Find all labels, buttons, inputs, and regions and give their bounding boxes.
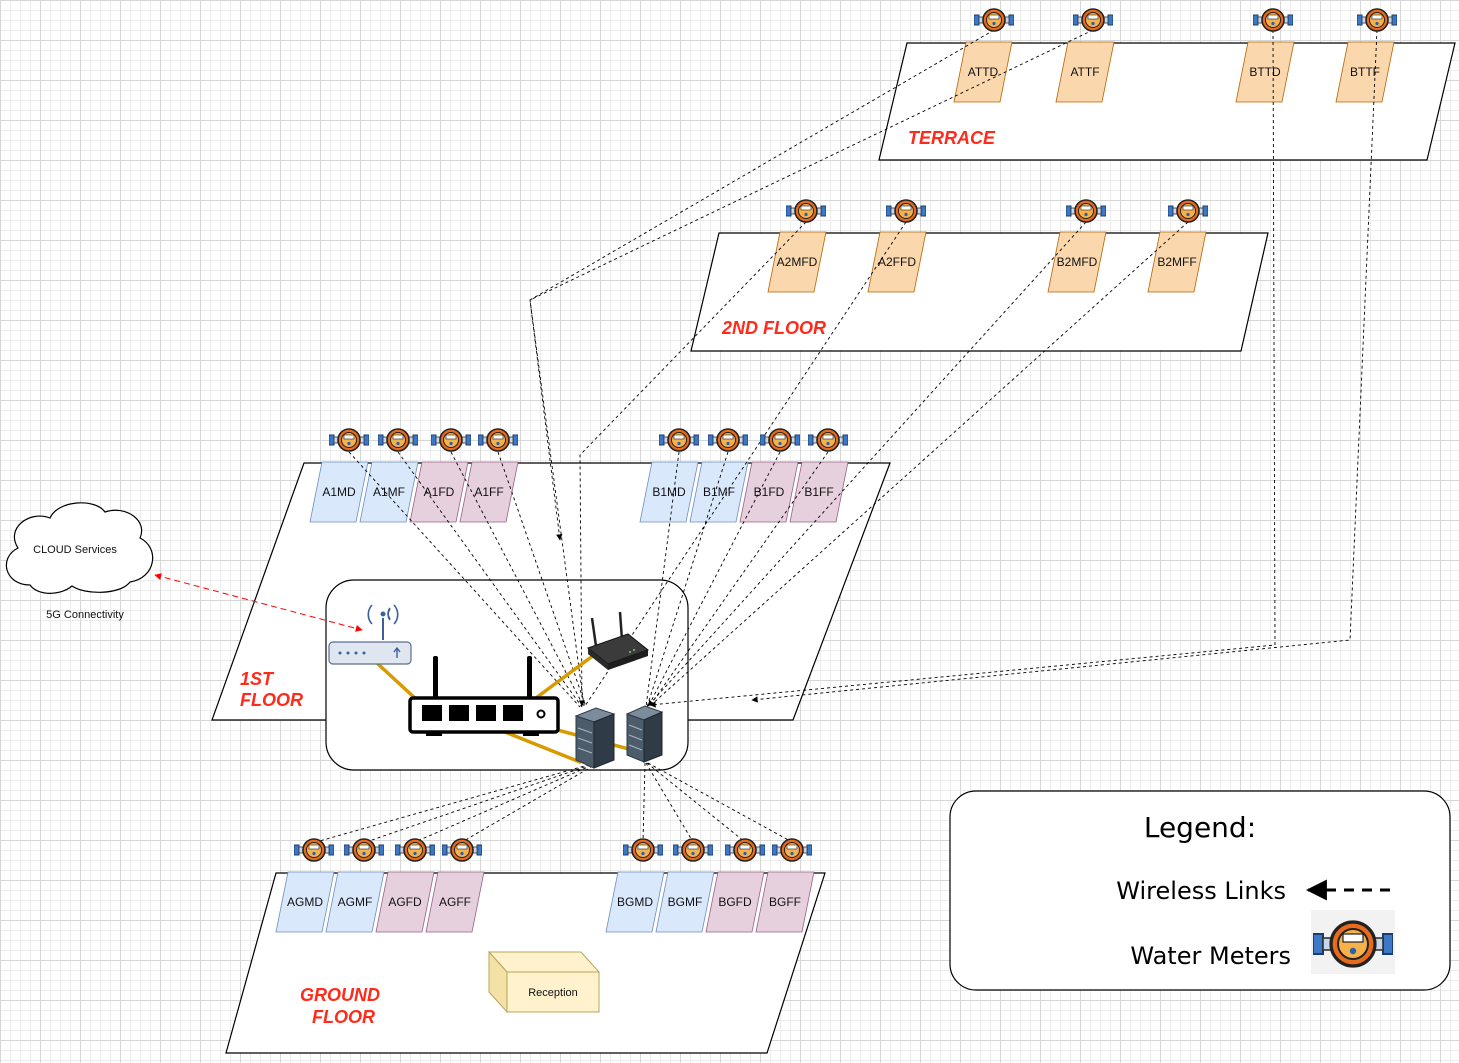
room-label: ATTF [1070,65,1099,79]
room-b1md: B1MD [639,461,699,523]
room-a1fd: A1FD [409,461,469,523]
room-label: BGFF [769,895,801,909]
room-label: BGFD [718,895,752,909]
cloud-icon: CLOUD Services [5,502,154,594]
room-bttf: BTTF [1335,41,1395,103]
water-meter-icon [974,8,1014,32]
reception-label: Reception [528,987,578,999]
room-a1md: A1MD [309,461,369,523]
wireless-access-point-icon [586,611,650,670]
legend-title: Legend: [1144,811,1256,844]
server-rack-icon [574,707,616,769]
first-floor-label-line2: FLOOR [240,690,303,710]
legend: Legend: Wireless Links Water Meters [949,790,1451,991]
water-meter-icon [1168,199,1208,223]
room-label: ATTD [968,65,999,79]
room-label: A1MD [322,485,356,499]
water-meter-icon [886,199,926,223]
water-meter-icon [673,838,713,862]
room-label: B2MFF [1157,255,1196,269]
room-agfd: AGFD [375,871,435,933]
room-label: AGFF [439,895,471,909]
water-meter-icon [659,428,699,452]
room-a1mf: A1MF [359,461,419,523]
water-meter-icon [442,838,482,862]
room-attf: ATTF [1055,41,1115,103]
room-label: BTTF [1350,65,1380,79]
room-a2ffd: A2FFD [867,231,927,293]
room-bgmd: BGMD [605,871,665,933]
terrace-label: TERRACE [908,128,996,148]
room-bgfd: BGFD [705,871,765,933]
room-label: AGMD [287,895,323,909]
network-switch-icon [408,656,560,736]
water-meter-icon [786,199,826,223]
room-attd: ATTD [953,41,1013,103]
room-label: BTTD [1249,65,1281,79]
water-meter-icon [431,428,471,452]
water-meter-icon [329,428,369,452]
legend-wireless-label: Wireless Links [1116,877,1286,905]
room-agmf: AGMF [325,871,385,933]
room-agff: AGFF [425,871,485,933]
water-meter-icon [1066,199,1106,223]
room-a1ff: A1FF [459,461,519,523]
room-a2mfd: A2MFD [767,231,827,293]
water-meter-icon [1073,8,1113,32]
water-meter-icon [395,838,435,862]
cloud-5g-link [154,573,363,632]
room-label: A1MF [373,485,405,499]
room-label: B1FF [804,485,833,499]
room-label: B2MFD [1057,255,1098,269]
reception-box-icon: Reception [487,950,601,1014]
room-b2mff: B2MFF [1147,231,1207,293]
water-meter-icon [478,428,518,452]
water-meter-icon [1357,8,1397,32]
room-label: B1MD [652,485,686,499]
water-meter-icon [808,428,848,452]
room-label: AGFD [388,895,422,909]
room-label: A1FF [474,485,503,499]
wireless-links [315,29,1378,843]
room-b1fd: B1FD [739,461,799,523]
water-meter-icon [708,428,748,452]
room-label: A2FFD [878,255,916,269]
legend-meters-label: Water Meters [1130,942,1291,970]
water-meter-icon [378,428,418,452]
room-b1ff: B1FF [789,461,849,523]
water-meter-icon [294,838,334,862]
cloud-link-label: 5G Connectivity [46,609,124,621]
server-rack-icon [625,705,664,763]
room-agmd: AGMD [275,871,335,933]
ground-floor-label-line1: GROUND [300,985,380,1005]
room-label: B1FD [754,485,785,499]
cloud-label: CLOUD Services [33,544,117,556]
room-label: A1FD [424,485,455,499]
water-meter-icon [725,838,765,862]
room-label: BGMF [668,895,703,909]
room-label: AGMF [338,895,373,909]
room-label: A2MFD [777,255,818,269]
room-label: BGMD [617,895,653,909]
room-bgmf: BGMF [655,871,715,933]
first-floor-label-line1: 1ST [240,669,275,689]
room-b2mfd: B2MFD [1047,231,1107,293]
ground-floor-label-line2: FLOOR [312,1007,375,1027]
water-meter-icon [772,838,812,862]
wifi-router-icon [328,604,412,665]
water-meter-icon [623,838,663,862]
room-label: B1MF [703,485,735,499]
water-meter-icon [1253,8,1293,32]
room-bgff: BGFF [755,871,815,933]
water-meter-icon [344,838,384,862]
room-b1mf: B1MF [689,461,749,523]
second-floor-label: 2ND FLOOR [721,318,826,338]
